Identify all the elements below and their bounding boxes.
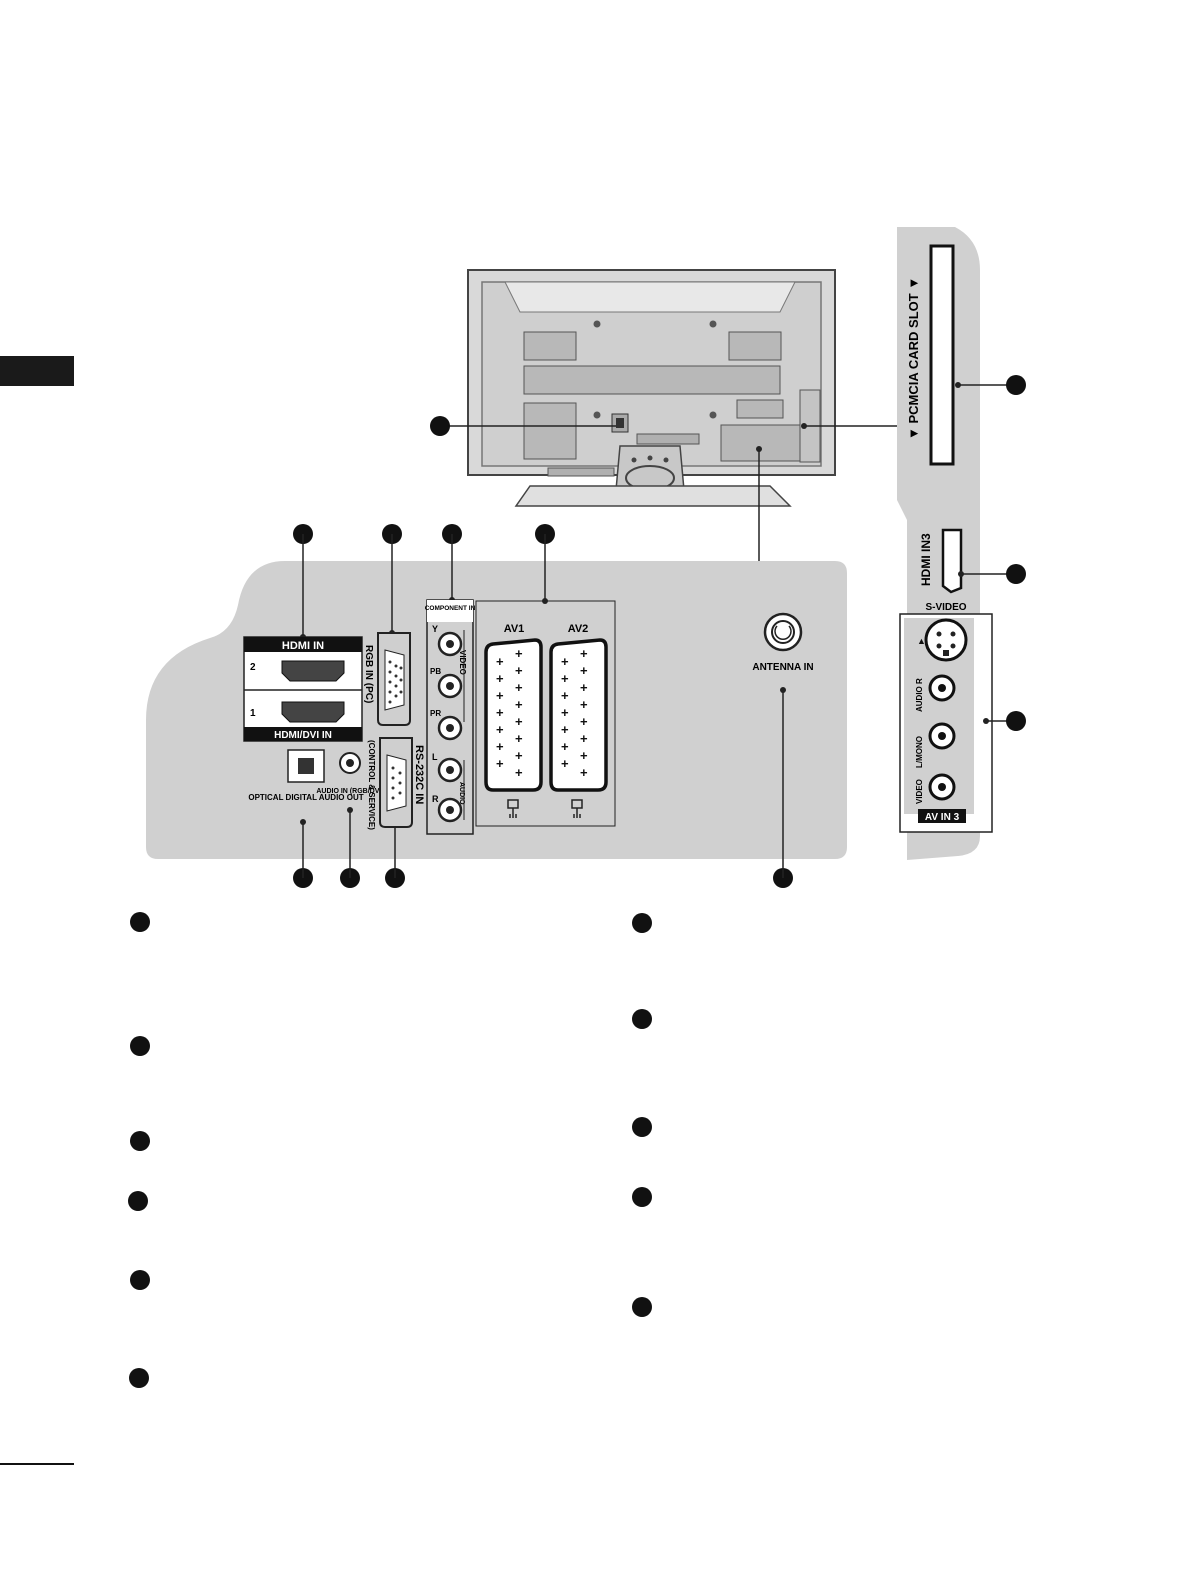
- footer-rule: [0, 1463, 74, 1465]
- svg-text:+: +: [580, 646, 588, 661]
- tv-rear-view: [467, 269, 836, 507]
- svg-text:+: +: [496, 654, 504, 669]
- side-video-label: VIDEO: [915, 779, 924, 804]
- hdmi-dvi-in-label: HDMI/DVI IN: [274, 730, 332, 741]
- svg-text:+: +: [515, 680, 523, 695]
- svg-text:PB: PB: [430, 667, 441, 676]
- svg-text:+: +: [496, 688, 504, 703]
- svg-text:+: +: [496, 705, 504, 720]
- svg-text:+: +: [561, 739, 569, 754]
- svg-text:Y: Y: [432, 624, 438, 634]
- scart-block: AV1 AV2 + + + + + + + + + + + + + + + + + + + + + + + + + + + + +…: [475, 600, 616, 827]
- svg-text:+: +: [580, 663, 588, 678]
- hdmi-in3-port: HDMI IN3: [919, 528, 963, 594]
- callout-marker: [430, 416, 450, 436]
- svg-text:+: +: [580, 748, 588, 763]
- svg-text:+: +: [580, 680, 588, 695]
- svg-text:▲: ▲: [917, 636, 926, 646]
- callout-marker: [1006, 375, 1026, 395]
- component-in-block: COMPONENT IN Y PB PR L R VIDEO AUDIO: [425, 599, 476, 835]
- svg-text:+: +: [580, 765, 588, 780]
- svg-text:+: +: [515, 663, 523, 678]
- audio-in-label: AUDIO IN (RGB/DVI): [316, 788, 383, 795]
- pcmcia-label: ▼ PCMCIA CARD SLOT ▼: [906, 277, 921, 440]
- av2-label: AV2: [568, 623, 589, 635]
- av-in3-block: S-VIDEO ▲ AUDIO R L/MONO VIDEO AV IN 3: [899, 602, 993, 833]
- svg-text:+: +: [561, 705, 569, 720]
- l-mono-label: L/MONO: [915, 736, 924, 768]
- av1-scart-port: [484, 638, 543, 792]
- svg-text:+: +: [515, 731, 523, 746]
- svg-text:+: +: [561, 756, 569, 771]
- av2-scart-port: [549, 638, 608, 792]
- svg-text:+: +: [515, 697, 523, 712]
- svg-text:+: +: [496, 739, 504, 754]
- av1-label: AV1: [504, 623, 525, 635]
- tv-leader-lines: [440, 425, 897, 561]
- svg-text:1: 1: [250, 708, 256, 719]
- s-video-port: [924, 618, 968, 662]
- antenna-in-port: ANTENNA IN: [752, 612, 814, 673]
- scart-ground-icon: [507, 799, 583, 818]
- callout-marker: [1006, 564, 1026, 584]
- svg-text:PR: PR: [430, 709, 441, 718]
- svg-text:L: L: [432, 752, 438, 762]
- svg-text:+: +: [515, 714, 523, 729]
- svg-text:+: +: [561, 671, 569, 686]
- antenna-in-label: ANTENNA IN: [752, 662, 813, 673]
- svg-text:+: +: [496, 671, 504, 686]
- component-in-label: COMPONENT IN: [425, 605, 476, 612]
- svg-text:+: +: [515, 765, 523, 780]
- audio-in-rgb-dvi: AUDIO IN (RGB/DVI): [316, 752, 384, 795]
- svg-text:+: +: [580, 697, 588, 712]
- pcmcia-slot: ▼ PCMCIA CARD SLOT ▼: [906, 244, 955, 466]
- audio-r-label: AUDIO R: [915, 678, 924, 712]
- rs232c-label: RS-232C IN: [413, 745, 425, 804]
- svg-text:+: +: [515, 646, 523, 661]
- chapter-tab: [0, 356, 74, 386]
- svg-text:+: +: [561, 722, 569, 737]
- optical-audio-out: OPTICAL DIGITAL AUDIO OUT: [248, 749, 364, 802]
- s-video-label: S-VIDEO: [925, 602, 966, 613]
- svg-text:+: +: [496, 722, 504, 737]
- rgb-in-pc-port: RGB IN (PC): [363, 632, 411, 726]
- bottom-callouts: [293, 868, 793, 888]
- svg-text:R: R: [432, 794, 439, 804]
- control-service-label: (CONTROL & SERVICE): [367, 740, 376, 830]
- svg-text:+: +: [580, 731, 588, 746]
- svg-text:+: +: [515, 748, 523, 763]
- svg-text:+: +: [580, 714, 588, 729]
- svg-text:+: +: [496, 756, 504, 771]
- svg-text:+: +: [561, 688, 569, 703]
- svg-text:2: 2: [250, 662, 256, 673]
- hdmi-in3-label: HDMI IN3: [919, 533, 933, 586]
- component-audio-label: AUDIO: [458, 782, 465, 805]
- callout-marker: [1006, 711, 1026, 731]
- av-in3-label: AV IN 3: [925, 812, 960, 823]
- description-bullets-left: [128, 912, 150, 1388]
- top-callouts: [293, 524, 555, 544]
- hdmi-in-block: HDMI IN 2 1 HDMI/DVI IN: [243, 636, 363, 742]
- rgb-in-label: RGB IN (PC): [363, 645, 374, 703]
- hdmi-2-port-icon: [281, 660, 345, 682]
- hdmi-in-label: HDMI IN: [282, 640, 324, 652]
- hdmi-1-port-icon: [281, 701, 345, 723]
- rs232c-in-port: RS-232C IN (CONTROL & SERVICE): [367, 737, 425, 830]
- description-bullets-right: [632, 913, 652, 1317]
- component-video-label: VIDEO: [458, 650, 467, 675]
- optical-out-label: OPTICAL DIGITAL AUDIO OUT: [248, 793, 363, 802]
- svg-text:+: +: [561, 654, 569, 669]
